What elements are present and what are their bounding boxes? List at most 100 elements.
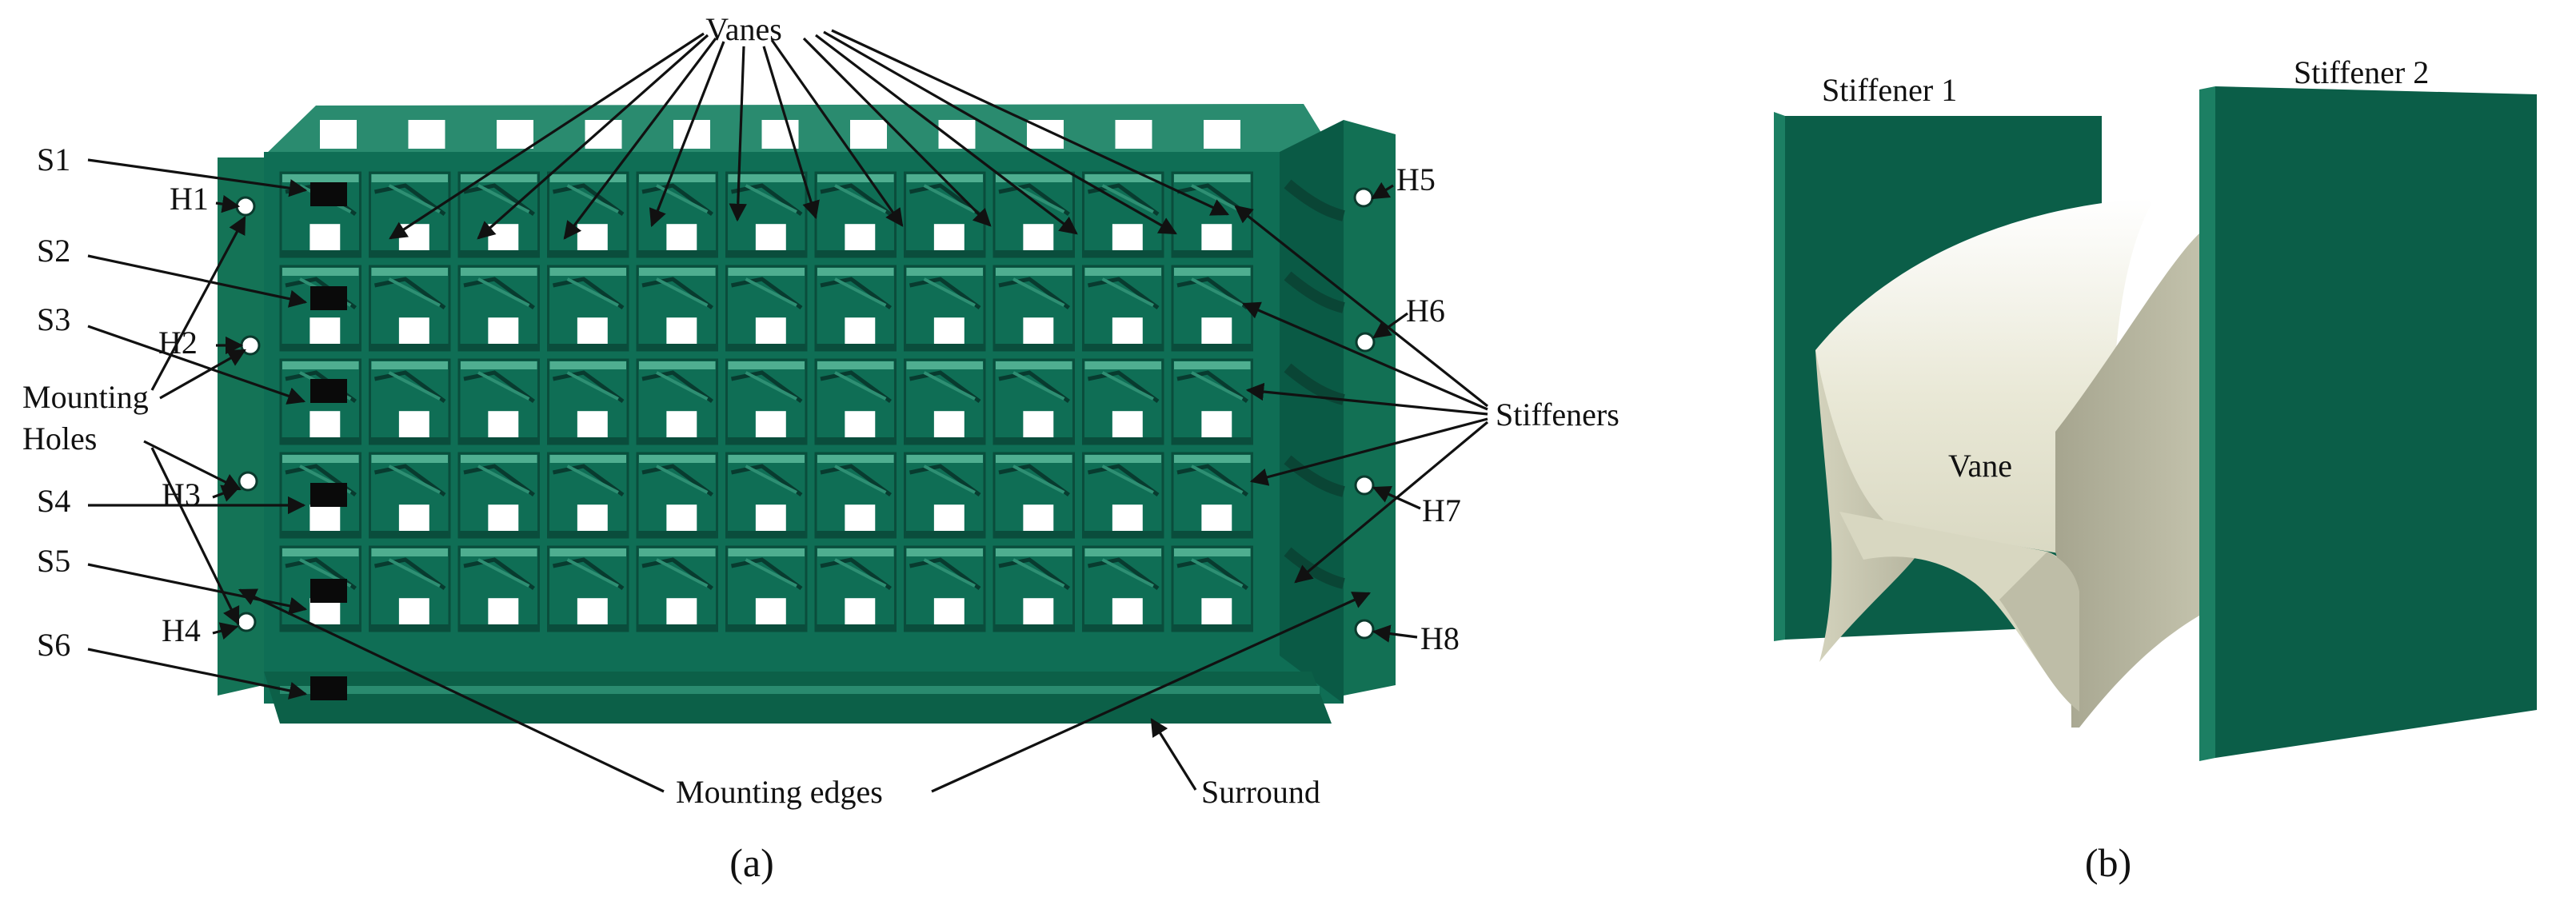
vane-cell (636, 265, 718, 352)
vane-right-wall (2055, 233, 2199, 728)
vane-cell (369, 358, 451, 445)
leader-line (150, 216, 246, 391)
vane-cell (1082, 545, 1164, 632)
vane-cell (1171, 545, 1253, 632)
vane-cell (1171, 265, 1253, 352)
vane-cell (369, 171, 451, 258)
stiffener-2-label: Stiffener 2 (2294, 54, 2429, 90)
top-opening (850, 120, 887, 149)
vane-cell (814, 545, 897, 632)
hole-label: H7 (1422, 492, 1461, 528)
slot-label: S3 (37, 301, 70, 337)
leader-line (802, 37, 992, 227)
vane-cell (992, 452, 1075, 539)
vane-cell (904, 358, 986, 445)
vane-cell (904, 452, 986, 539)
leader-line (1234, 205, 1488, 408)
surround-label: Surround (1201, 774, 1320, 810)
hole-label: H5 (1396, 161, 1436, 197)
mounting-holes-label-line2: Holes (22, 421, 97, 456)
leader-line (729, 46, 747, 222)
vane-cell (1171, 171, 1253, 258)
stiffener-ends (1284, 179, 1345, 589)
leader-line (150, 447, 240, 626)
vane-cell (814, 171, 897, 258)
leader-line (1249, 417, 1488, 486)
side-slot (310, 483, 347, 507)
top-opening (408, 120, 445, 149)
leader-line (159, 349, 246, 400)
stiffener-2 (2215, 86, 2537, 758)
vane-cell (725, 545, 808, 632)
leader-line (1372, 486, 1421, 510)
vane (1815, 198, 2199, 728)
vane-cell (904, 545, 986, 632)
vane-cell (636, 452, 718, 539)
vane-cell (547, 545, 629, 632)
vane-label: Vane (1948, 448, 2012, 484)
vane-cell (1171, 452, 1253, 539)
surround (264, 672, 1332, 724)
stiffener-1-label: Stiffener 1 (1822, 72, 1957, 108)
slot-label: S1 (37, 142, 70, 177)
leader-line (143, 440, 242, 491)
vane-cell (547, 171, 629, 258)
vane-cell (457, 171, 540, 258)
vane-cell (457, 265, 540, 352)
leader-line (649, 41, 725, 228)
vane-cell (992, 545, 1075, 632)
vane-cell (1082, 171, 1164, 258)
vane-cell (369, 452, 451, 539)
mounting-hole (1355, 332, 1376, 353)
vane-cell (457, 358, 540, 445)
vane-cell-grid (279, 171, 1253, 632)
leader-line (1245, 382, 1488, 416)
top-opening (1115, 120, 1152, 149)
top-opening (497, 120, 533, 149)
leader-line (1241, 301, 1488, 411)
vane-cell (814, 265, 897, 352)
mounting-holes-label-line1: Mounting (22, 379, 149, 415)
top-edge-openings (320, 120, 1240, 149)
leader-line (87, 563, 308, 615)
leader-line (815, 34, 1078, 235)
leader-line (1371, 181, 1394, 200)
side-slot (310, 676, 347, 700)
vane-cell (547, 358, 629, 445)
vane-cell (725, 452, 808, 539)
leader-line (212, 622, 239, 640)
vane-cell (1082, 452, 1164, 539)
leader-lines (87, 29, 1489, 793)
vane-cell (725, 358, 808, 445)
mounting-edges-label: Mounting edges (676, 774, 883, 810)
leader-line (389, 32, 705, 240)
leader-line (831, 29, 1230, 216)
side-slot (310, 579, 347, 603)
mounting-hole (238, 471, 258, 492)
right-mounting-edge (1344, 120, 1396, 696)
vane-frame-assembly (218, 104, 1396, 724)
slot-label: S5 (37, 543, 70, 579)
hole-label: H8 (1420, 620, 1460, 656)
vane-cell (547, 265, 629, 352)
leader-line (931, 592, 1372, 793)
top-opening (585, 120, 622, 149)
top-opening (320, 120, 357, 149)
vanes-label: Vanes (705, 11, 782, 47)
leader-line (1150, 718, 1197, 791)
vane-cell (904, 171, 986, 258)
stiffeners-label: Stiffeners (1496, 397, 1619, 433)
vane-cell (992, 265, 1075, 352)
mounting-hole (235, 196, 256, 217)
leader-line (215, 195, 241, 213)
mounting-hole (236, 612, 257, 632)
leader-line (87, 648, 308, 700)
side-slots (310, 182, 347, 700)
vane-cell (992, 171, 1075, 258)
panel-b: Stiffener 1 Stiffener 2 Vane (b) (1774, 54, 2537, 885)
vane-cell (904, 265, 986, 352)
side-slot (310, 182, 347, 206)
mounting-hole (1354, 619, 1375, 640)
